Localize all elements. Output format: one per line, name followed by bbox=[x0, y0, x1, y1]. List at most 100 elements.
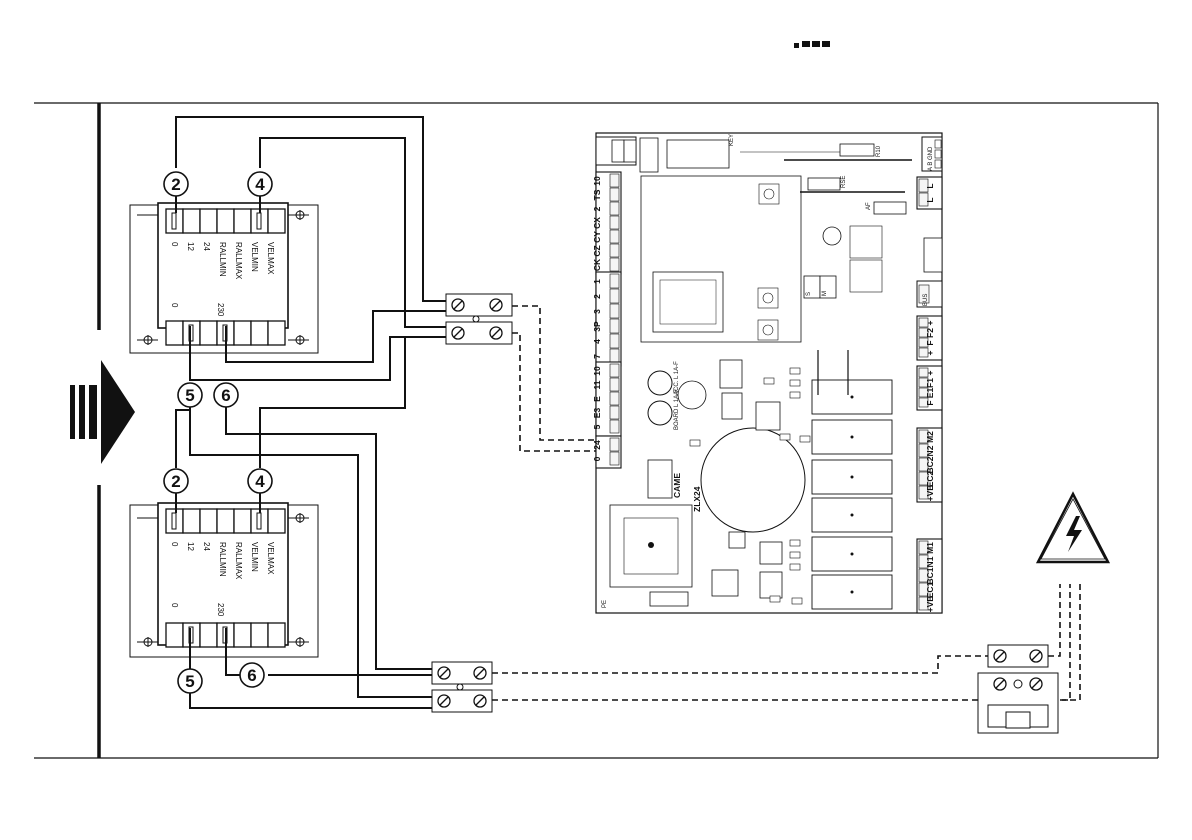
terminal-label: 24 bbox=[202, 242, 211, 251]
board-label: BOARD L 1A-F bbox=[674, 389, 680, 430]
board-terminal-label: + bbox=[925, 350, 935, 355]
mains-terminal-block-icon bbox=[978, 645, 1058, 733]
svg-text:6: 6 bbox=[221, 386, 230, 405]
board-terminal-label: 2 bbox=[592, 206, 602, 211]
board-terminal-label: L bbox=[925, 197, 935, 202]
terminal-label: VELMIN bbox=[250, 242, 259, 272]
board-terminal-label: 11 bbox=[592, 380, 602, 389]
voltage-label: 230 bbox=[216, 603, 225, 617]
board-terminal-label: F2 bbox=[925, 328, 935, 338]
screw-icon bbox=[438, 667, 450, 679]
board-brand: CAME bbox=[672, 473, 682, 498]
board-terminal-label: 10 bbox=[592, 366, 602, 376]
arrow-icon bbox=[70, 360, 135, 464]
zero-label: 0 bbox=[170, 303, 179, 308]
transformer-icon: 0 12 24 RALLMIN RALLMAX VELMIN VELMAX 0 230 bbox=[130, 203, 318, 353]
screw-icon bbox=[994, 678, 1006, 690]
board-terminal-label: N2 bbox=[925, 445, 935, 456]
board-terminal-label: +VB bbox=[925, 485, 935, 502]
board-terminal-label: 2 bbox=[592, 294, 602, 299]
callout-number: 6 bbox=[214, 383, 238, 407]
terminal-label: RALLMAX bbox=[234, 242, 243, 280]
board-model: ZLX24 bbox=[692, 486, 702, 512]
board-terminal-label: F1 bbox=[925, 378, 935, 388]
screw-icon bbox=[452, 327, 464, 339]
board-terminal-label: 1 bbox=[592, 279, 602, 284]
board-terminal-label: 3P bbox=[592, 321, 602, 332]
svg-text:5: 5 bbox=[185, 672, 194, 691]
screw-icon bbox=[474, 695, 486, 707]
svg-text:2: 2 bbox=[171, 472, 180, 491]
board-terminal-label: 5 bbox=[592, 424, 602, 429]
board-terminal-label: L bbox=[925, 183, 935, 188]
board-label: RSE bbox=[841, 176, 847, 188]
terminal-label: 0 bbox=[170, 242, 179, 247]
board-terminal-label: 3 bbox=[592, 309, 602, 314]
screw-icon bbox=[490, 327, 502, 339]
callout-number: 2 bbox=[164, 469, 188, 493]
board-label: PE bbox=[602, 600, 608, 608]
terminal-label: 12 bbox=[186, 242, 195, 251]
board-terminal-label: +VB bbox=[925, 596, 935, 613]
board-terminal-label: M1 bbox=[925, 542, 935, 554]
zero-label: 0 bbox=[170, 603, 179, 608]
board-label: KEY bbox=[729, 134, 735, 146]
screw-icon bbox=[1030, 678, 1042, 690]
board-terminal-label: 24 bbox=[592, 440, 602, 450]
control-board-icon: 10TS2CXCYCZCK 1233P47 1011EE35 240 LL +F… bbox=[592, 133, 942, 613]
board-terminal-label: CY bbox=[592, 231, 602, 243]
callout-number: 6 bbox=[240, 663, 264, 687]
terminal-label: VELMIN bbox=[250, 542, 259, 572]
callout-number: 4 bbox=[248, 172, 272, 196]
terminal-block-icon bbox=[432, 294, 512, 712]
screw-icon bbox=[994, 650, 1006, 662]
terminal-label: VELMAX bbox=[266, 242, 275, 275]
svg-text:2: 2 bbox=[171, 175, 180, 194]
terminal-label: RALLMIN bbox=[218, 242, 227, 277]
board-terminal-label: N1 bbox=[925, 556, 935, 567]
board-terminal-label: 0 bbox=[592, 456, 602, 461]
board-terminal-label: CZ bbox=[592, 245, 602, 256]
screw-icon bbox=[490, 299, 502, 311]
board-terminal-label: TS bbox=[592, 189, 602, 200]
board-terminal-label: E3 bbox=[592, 408, 602, 419]
board-terminal-label: F bbox=[925, 340, 935, 345]
board-terminal-label: 4 bbox=[592, 339, 602, 344]
board-label: M bbox=[822, 291, 828, 296]
board-terminal-label: E bbox=[592, 396, 602, 402]
screw-icon bbox=[452, 299, 464, 311]
svg-text:5: 5 bbox=[185, 386, 194, 405]
board-label: S bbox=[806, 292, 812, 296]
board-label: AF bbox=[866, 202, 872, 210]
callout-number: 5 bbox=[178, 383, 202, 407]
callout-number: 4 bbox=[248, 469, 272, 493]
terminal-label: RALLMAX bbox=[234, 542, 243, 580]
terminal-label: 24 bbox=[202, 542, 211, 551]
callout-number: 5 bbox=[178, 669, 202, 693]
board-terminal-label: + bbox=[925, 370, 935, 375]
svg-text:4: 4 bbox=[255, 175, 265, 194]
transformer-icon: 0 12 24 RALLMIN RALLMAX VELMIN VELMAX 0 230 bbox=[130, 503, 318, 657]
board-terminal-label: E1 bbox=[925, 388, 935, 399]
terminal-label: 12 bbox=[186, 542, 195, 551]
screw-icon bbox=[1030, 650, 1042, 662]
board-terminal-label: M2 bbox=[925, 431, 935, 443]
board-label: R10 bbox=[876, 145, 882, 157]
board-terminal-label: CK bbox=[592, 258, 602, 271]
voltage-label: 230 bbox=[216, 303, 225, 317]
terminal-label: RALLMIN bbox=[218, 542, 227, 577]
board-terminal-label: 7 bbox=[592, 354, 602, 359]
header-marker bbox=[794, 41, 830, 48]
board-label: BUS bbox=[923, 294, 929, 306]
svg-text:4: 4 bbox=[255, 472, 265, 491]
screw-icon bbox=[438, 695, 450, 707]
screw-icon bbox=[474, 667, 486, 679]
svg-text:6: 6 bbox=[247, 666, 256, 685]
terminal-label: 0 bbox=[170, 542, 179, 547]
board-terminal-label: 10 bbox=[592, 176, 602, 186]
board-terminal-label: F bbox=[925, 400, 935, 405]
board-label: A B GND bbox=[928, 146, 934, 171]
terminal-label: VELMAX bbox=[266, 542, 275, 575]
board-terminal-label: CX bbox=[592, 217, 602, 229]
